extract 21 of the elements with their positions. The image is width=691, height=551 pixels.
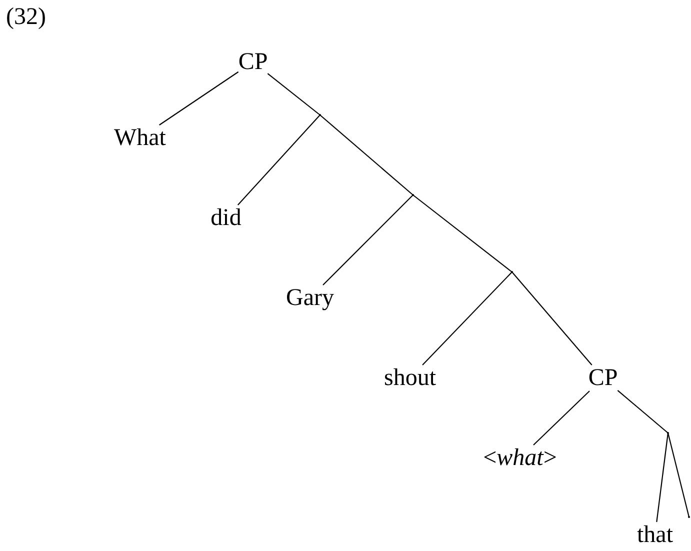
tree-label: did: [210, 205, 242, 231]
tree-branch: [512, 272, 592, 366]
tree-branch: [267, 73, 320, 116]
tree-label: CP: [238, 49, 268, 75]
tree-branch: [322, 194, 414, 286]
tree-branch: [412, 194, 512, 272]
tree-branch: [533, 390, 590, 446]
example-number: (32): [6, 4, 46, 30]
tree-branch: [422, 272, 512, 366]
tree-branch: [656, 432, 669, 522]
tree-branch: [159, 71, 239, 126]
tree-branch: [320, 114, 414, 196]
tree-branch: [667, 432, 690, 518]
tree-label: shout: [384, 365, 436, 391]
tree-branch: [617, 390, 668, 434]
tree-label: that: [637, 522, 673, 548]
tree-label: CP: [588, 365, 618, 391]
tree-branch: [237, 114, 320, 206]
tree-label: What: [114, 125, 166, 151]
tree-label: <what>: [483, 445, 557, 471]
tree-label: Gary: [286, 285, 334, 311]
